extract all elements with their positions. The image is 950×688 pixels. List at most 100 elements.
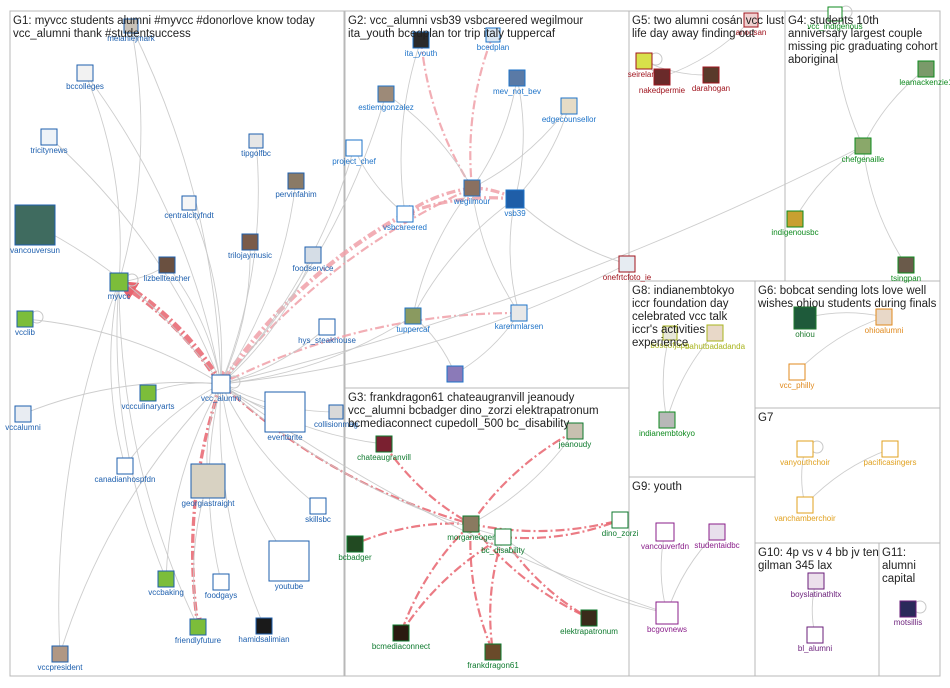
node-onefrtcfoto_ie[interactable]: onefrtcfoto_ie: [603, 255, 652, 282]
node-indianembtokyo[interactable]: indianembtokyo: [639, 411, 696, 438]
edge-ita_youth-to-wegilmour: [419, 39, 473, 189]
node-darahogan[interactable]: darahogan: [692, 66, 730, 93]
node-vccbaking[interactable]: vccbaking: [148, 570, 184, 597]
group-title-g8-line-0: G8: indianembtokyo: [632, 285, 734, 297]
node-bccolleges[interactable]: bccolleges: [66, 64, 104, 91]
node-bcedplan[interactable]: bcedplan: [477, 27, 509, 52]
node-chefgenaille[interactable]: chefgenaille: [842, 137, 885, 164]
node-edgecounsellor[interactable]: edgecounsellor: [542, 97, 597, 124]
node-vancouversun[interactable]: vancouversun: [10, 204, 60, 255]
node-vsb39[interactable]: vsb39: [504, 189, 526, 218]
node-vccculinaryarts[interactable]: vccculinaryarts: [122, 384, 175, 411]
node-melaniejmark[interactable]: melaniejmark: [107, 18, 156, 43]
node-bcbadger[interactable]: bcbadger: [338, 535, 372, 562]
node-tricitynews[interactable]: tricitynews: [30, 128, 68, 155]
node-label: motsillis: [894, 618, 922, 627]
node-studentaidbc[interactable]: studentaidbc: [694, 523, 740, 550]
node-vsbcareered[interactable]: vsbcareered: [383, 205, 427, 232]
node-bc_disability[interactable]: bc_disability: [481, 528, 525, 555]
node-avatar: [881, 440, 899, 458]
node-centralcityfndt[interactable]: centralcityfndt: [164, 195, 214, 220]
group-title-g1-line-0: G1: myvcc students alumni #myvcc #donorl…: [13, 15, 315, 27]
edge-vcc_alumni-to-centralcityfndt: [188, 202, 223, 385]
node-canadianhospfdn[interactable]: canadianhospfdn: [95, 457, 156, 484]
node-motsillis[interactable]: motsillis: [894, 600, 922, 627]
node-indigenousbc[interactable]: indigenousbc: [771, 210, 819, 237]
node-skillsbc[interactable]: skillsbc: [305, 497, 331, 524]
node-foodgays[interactable]: foodgays: [205, 573, 237, 600]
node-avatar: [158, 256, 176, 274]
node-label: georgiastraight: [182, 499, 236, 508]
node-elektrapatronum[interactable]: elektrapatronum: [560, 609, 618, 636]
node-vancouverfdn[interactable]: vancouverfdn: [641, 522, 689, 551]
node-tuppercaf[interactable]: tuppercaf: [396, 307, 430, 334]
node-eventbrite[interactable]: eventbrite: [264, 391, 306, 442]
node-avatar: [788, 363, 806, 381]
node-vcclib[interactable]: vcclib: [15, 310, 36, 337]
node-avatar: [706, 324, 724, 342]
node-nakedpermie[interactable]: nakedpermie: [639, 68, 686, 95]
node-karenmlarsen[interactable]: karenmlarsen: [495, 304, 543, 331]
node-label: skillsbc: [305, 515, 331, 524]
node-tsingpan[interactable]: tsingpan: [891, 256, 921, 283]
node-label: boseofjapa: [650, 341, 690, 350]
node-lizbellteacher[interactable]: lizbellteacher: [144, 256, 191, 283]
node-georgiastraight[interactable]: georgiastraight: [182, 463, 236, 508]
node-vanchamberchoir[interactable]: vanchamberchoir: [774, 496, 836, 523]
node-avatar: [635, 52, 653, 70]
node-pervinfahim[interactable]: pervinfahim: [275, 172, 317, 199]
group-box-g5: [628, 10, 786, 282]
node-pacificasingers[interactable]: pacificasingers: [864, 440, 917, 467]
edge-myvcc-to-bccolleges: [84, 72, 121, 283]
node-vanyouthchoir[interactable]: vanyouthchoir: [780, 440, 830, 467]
edge-bc_disability-to-bcgovnews: [502, 536, 668, 615]
node-hamidsalimian[interactable]: hamidsalimian: [238, 617, 290, 644]
node-estiemgonzalez[interactable]: estiemgonzalez: [358, 85, 414, 112]
node-boyslatinathltx[interactable]: boyslatinathltx: [791, 572, 842, 599]
node-hys_steakhouse[interactable]: hys_steakhouse: [298, 318, 356, 345]
node-jeanoudy[interactable]: jeanoudy: [558, 422, 591, 449]
node-chateaugranvill[interactable]: chateaugranvill: [357, 435, 411, 462]
node-vccpresident[interactable]: vccpresident: [38, 645, 84, 672]
node-label: youtube: [275, 582, 304, 591]
node-wegilmour[interactable]: wegilmour: [453, 179, 491, 206]
node-collisionmag[interactable]: collisionmag: [314, 404, 358, 429]
node-vcc_philly[interactable]: vcc_philly: [780, 363, 815, 390]
node-frankdragon61[interactable]: frankdragon61: [467, 643, 519, 670]
node-avatar: [139, 384, 157, 402]
node-vcc_alumni[interactable]: vcc_alumni: [201, 374, 241, 403]
node-label: studentaidbc: [694, 541, 739, 550]
node-ita_youth[interactable]: ita_youth: [405, 31, 437, 58]
node-vccalumni[interactable]: vccalumni: [5, 405, 41, 432]
node-friendlyfuture[interactable]: friendlyfuture: [175, 618, 222, 645]
node-vcc_indigenous[interactable]: vcc_indigenous: [807, 6, 863, 31]
node-seireland[interactable]: seireland: [628, 52, 660, 79]
node-youtube[interactable]: youtube: [268, 540, 310, 591]
node-cupedoll_500[interactable]: [446, 365, 464, 383]
node-label: vancouverfdn: [641, 542, 689, 551]
node-boseofjapa[interactable]: boseofjapa: [650, 325, 690, 350]
node-bl_alumni[interactable]: bl_alumni: [798, 626, 832, 653]
node-avatar: [485, 27, 501, 43]
node-label: vsbcareered: [383, 223, 427, 232]
group-title-g4-line-0: G4: students 10th: [788, 15, 879, 27]
edge-karenmlarsen-to-vcc_alumni: [220, 311, 520, 385]
node-project_chef[interactable]: project_chef: [332, 139, 377, 166]
edge-wegilmour-to-mev_not_bev: [471, 77, 519, 189]
node-anoosan[interactable]: anoosan: [736, 12, 767, 37]
node-morganeoger[interactable]: morganeoger: [447, 515, 495, 542]
edge-wegilmour-to-edgecounsellor: [471, 105, 570, 189]
node-trilojaymusic[interactable]: trilojaymusic: [228, 233, 272, 260]
node-myvcc[interactable]: myvcc: [108, 272, 131, 301]
node-foodservice[interactable]: foodservice: [293, 246, 334, 273]
node-ohioalumni[interactable]: ohioalumni: [865, 308, 904, 335]
node-bcmediaconnect[interactable]: bcmediaconnect: [372, 624, 431, 651]
node-dino_zorzi[interactable]: dino_zorzi: [602, 511, 639, 538]
node-ohiou[interactable]: ohiou: [793, 306, 817, 339]
node-mev_not_bev[interactable]: mev_not_bev: [493, 69, 541, 96]
group-title-g3-line-2: bcmediaconnect cupedoll_500 bc_disabilit…: [348, 418, 569, 430]
node-bahutbadadanda[interactable]: bahutbadadanda: [685, 324, 746, 351]
node-leamackenzie1[interactable]: leamackenzie1: [899, 60, 950, 87]
node-bcgovnews[interactable]: bcgovnews: [647, 601, 687, 634]
node-tipgolfbc[interactable]: tipgolfbc: [241, 133, 271, 158]
